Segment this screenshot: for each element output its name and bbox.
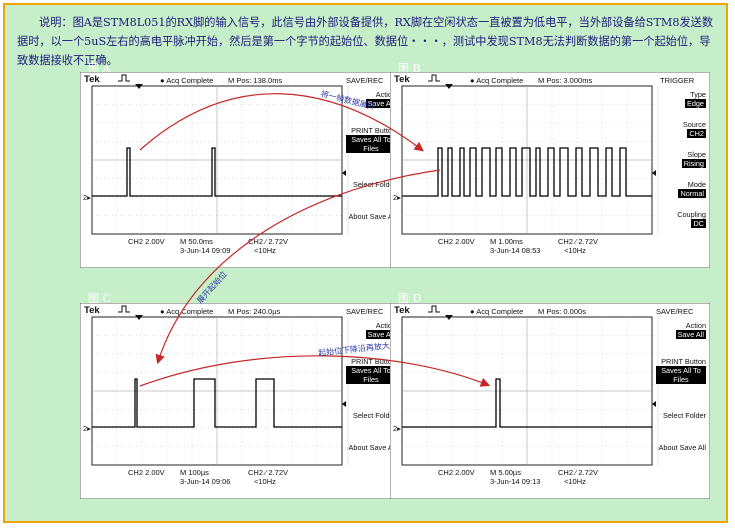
trigger-level-icon xyxy=(342,170,346,176)
trigger-level-icon xyxy=(652,170,656,176)
scope-a-menu-title: SAVE/REC xyxy=(346,76,384,85)
scope-b-brand: Tek xyxy=(394,74,410,85)
figure-c-label: 图 C xyxy=(88,292,111,305)
scope-b-ch2-marker: 2▸ xyxy=(393,193,401,202)
scope-c-screen xyxy=(80,303,400,499)
scope-a-screen xyxy=(80,72,400,268)
scope-a-menu-folder[interactable]: Select Folder xyxy=(353,180,396,189)
acq-dot-icon: ● xyxy=(160,307,165,316)
scope-b-trigger: CH2 ⁄ 2.72V xyxy=(558,237,599,246)
trigger-pulse-icon xyxy=(118,305,130,313)
figure-d-label: 图 D xyxy=(398,292,422,305)
scope-c-freq: <10Hz xyxy=(254,477,276,486)
trigger-level-icon xyxy=(342,401,346,407)
scope-d-menu-title: SAVE/REC xyxy=(656,307,694,316)
oscilloscope-a: Tek ● Acq Complete M Pos: 138.0ms SAVE/R… xyxy=(80,72,400,268)
arrow-b-to-c xyxy=(155,169,441,365)
waveform-trace xyxy=(402,378,652,428)
oscilloscope-c: Tek ● Acq Complete M Pos: 240.0µs SAVE/R… xyxy=(80,303,400,499)
scope-b-screen xyxy=(390,72,710,268)
scope-d-menu-folder[interactable]: Select Folder xyxy=(663,411,706,420)
description-text: 说明：图A是STM8L051的RX脚的输入信号，此信号由外部设备提供，RX脚在空… xyxy=(17,16,714,67)
scope-a-menu-about[interactable]: About Save All xyxy=(348,212,396,221)
waveform-trace xyxy=(402,147,652,197)
scope-c-brand: Tek xyxy=(84,305,100,316)
scope-a-trigger: CH2 ⁄ 2.72V xyxy=(248,237,289,246)
acq-dot-icon: ● xyxy=(160,76,165,85)
scope-c-status: ● Acq Complete xyxy=(160,307,214,316)
scope-c-mpos: M Pos: 240.0µs xyxy=(228,307,281,316)
oscilloscope-b: Tek ● Acq Complete M Pos: 3.000ms TRIGGE… xyxy=(390,72,710,268)
oscilloscope-d: Tek ● Acq Complete M Pos: 0.000s SAVE/RE… xyxy=(390,303,710,499)
trigger-level-icon xyxy=(652,401,656,407)
scope-d-freq: <10Hz xyxy=(564,477,586,486)
scope-b-status: ● Acq Complete xyxy=(470,76,524,85)
scope-c-menu-title: SAVE/REC xyxy=(346,307,384,316)
trigger-position-icon xyxy=(135,84,143,89)
scope-c-menu-folder[interactable]: Select Folder xyxy=(353,411,396,420)
scope-a-brand: Tek xyxy=(84,74,100,85)
scope-d-trigger: CH2 ⁄ 2.72V xyxy=(558,468,599,477)
scope-a-date: 3-Jun-14 09:09 xyxy=(180,246,231,255)
scope-a-status: ● Acq Complete xyxy=(160,76,214,85)
scope-d-ch2-marker: 2▸ xyxy=(393,424,401,433)
scope-a-freq: <10Hz xyxy=(254,246,276,255)
scope-d-screen xyxy=(390,303,710,499)
trigger-pulse-icon xyxy=(118,74,130,82)
scope-b-date: 3-Jun-14 08:53 xyxy=(490,246,541,255)
scope-a-mpos: M Pos: 138.0ms xyxy=(228,76,283,85)
scope-a-channel: CH2 2.00V xyxy=(128,237,165,246)
trigger-position-icon xyxy=(135,315,143,320)
scope-c-trigger: CH2 ⁄ 2.72V xyxy=(248,468,289,477)
arrow-c-to-d xyxy=(139,355,491,387)
trigger-position-icon xyxy=(445,84,453,89)
trigger-pulse-icon xyxy=(428,74,440,82)
scope-b-freq: <10Hz xyxy=(564,246,586,255)
scope-d-timebase: M 5.00µs xyxy=(490,468,521,477)
scope-d-date: 3-Jun-14 09:13 xyxy=(490,477,541,486)
scope-b-channel: CH2 2.00V xyxy=(438,237,475,246)
scope-c-channel: CH2 2.00V xyxy=(128,468,165,477)
acq-dot-icon: ● xyxy=(470,307,475,316)
trigger-position-icon xyxy=(445,315,453,320)
scope-b-mpos: M Pos: 3.000ms xyxy=(538,76,593,85)
trigger-pulse-icon xyxy=(428,305,440,313)
scope-c-timebase: M 100µs xyxy=(180,468,209,477)
waveform-trace xyxy=(92,378,342,428)
scope-a-ch2-marker: 2▸ xyxy=(83,193,91,202)
waveform-trace xyxy=(92,147,342,197)
scope-c-ch2-marker: 2▸ xyxy=(83,424,91,433)
arrow-a-to-b xyxy=(139,93,424,152)
scope-b-timebase: M 1.00ms xyxy=(490,237,523,246)
acq-dot-icon: ● xyxy=(470,76,475,85)
scope-b-menu-title: TRIGGER xyxy=(660,76,695,85)
scope-d-status: ● Acq Complete xyxy=(470,307,524,316)
scope-d-menu-about[interactable]: About Save All xyxy=(658,443,706,452)
scope-d-brand: Tek xyxy=(394,305,410,316)
scope-d-mpos: M Pos: 0.000s xyxy=(538,307,586,316)
scope-c-date: 3-Jun-14 09:06 xyxy=(180,477,231,486)
scope-a-timebase: M 50.0ms xyxy=(180,237,213,246)
scope-d-channel: CH2 2.00V xyxy=(438,468,475,477)
scope-c-menu-about[interactable]: About Save All xyxy=(348,443,396,452)
